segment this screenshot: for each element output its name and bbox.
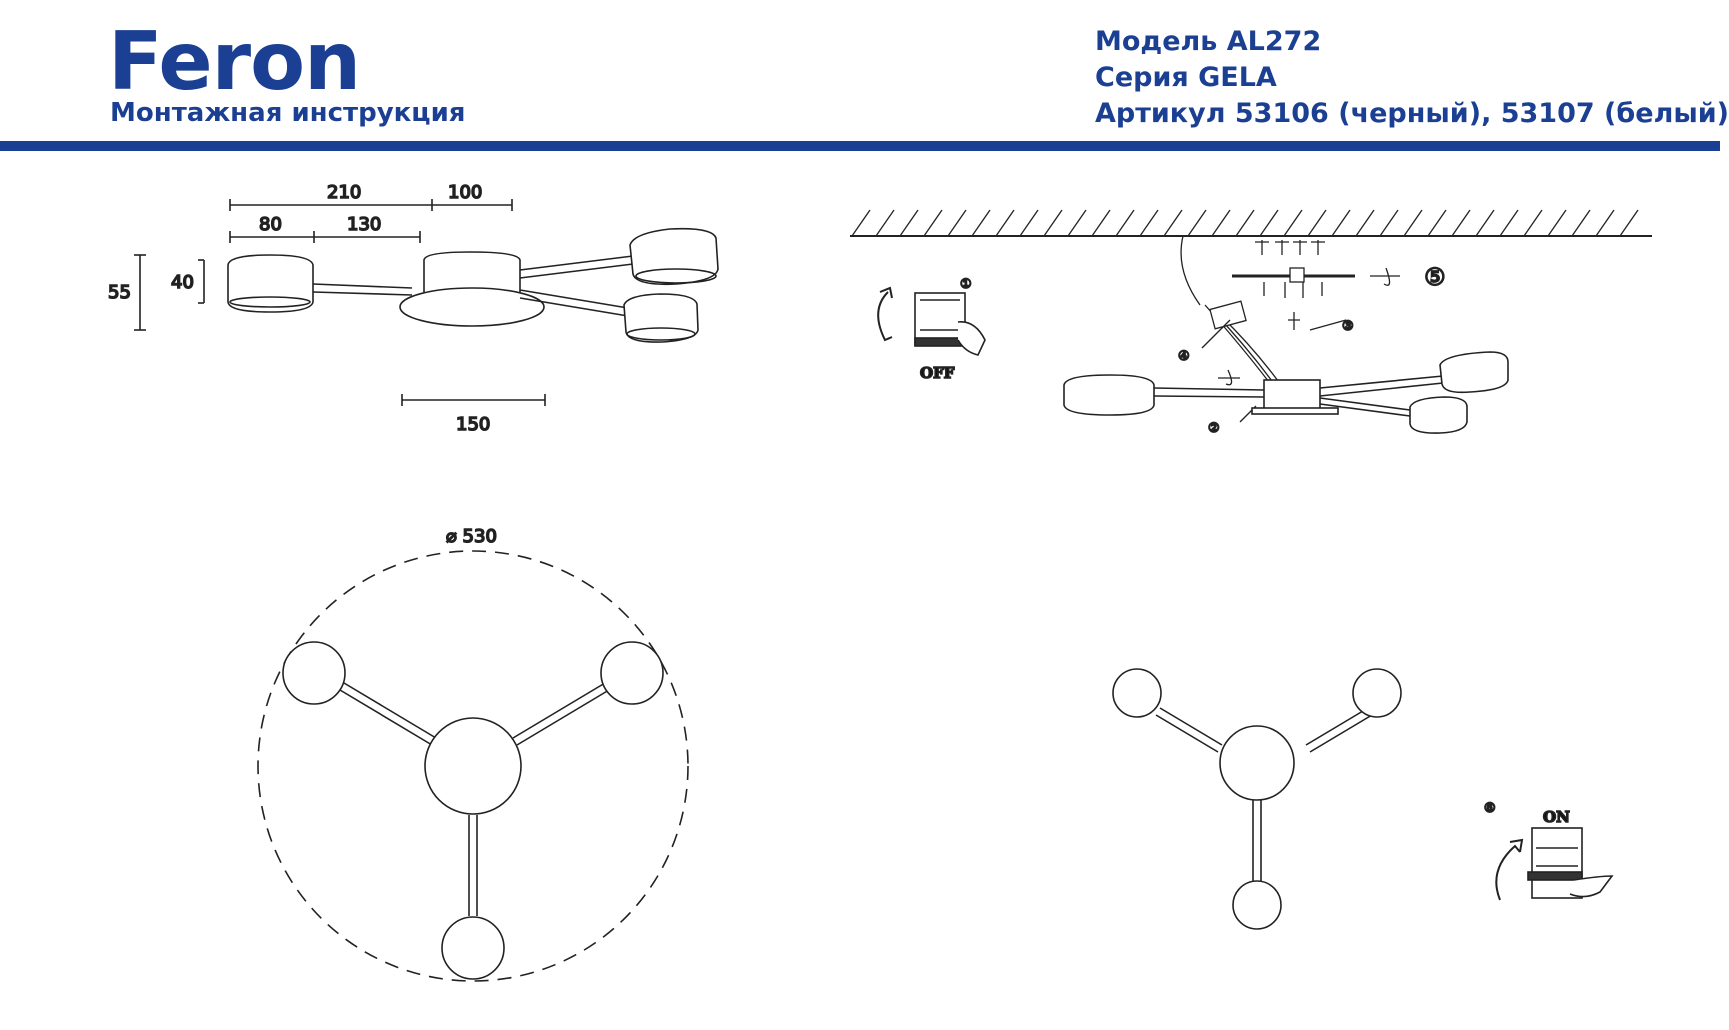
- switch-on-icon: [1495, 827, 1614, 901]
- diameter-label: ⌀ 530: [446, 526, 497, 547]
- step-5-label: ⑤: [1424, 263, 1446, 291]
- series-line: Серия GELA: [1095, 62, 1277, 93]
- model-info: Модель AL272 Серия GELA Артикул 53106 (ч…: [1095, 24, 1729, 132]
- document-subtitle: Монтажная инструкция: [110, 98, 466, 128]
- switch-off-icon: [877, 286, 986, 356]
- dim-210: 210: [327, 182, 361, 203]
- dim-40: 40: [171, 272, 194, 293]
- dim-130: 130: [347, 214, 381, 235]
- top-view-drawing: [257, 550, 689, 982]
- dim-80: 80: [259, 214, 282, 235]
- wiring-assembly: [1180, 235, 1400, 423]
- ceiling: [850, 209, 1652, 237]
- step-1-label: ①: [960, 277, 972, 292]
- feron-logo: Feron: [108, 15, 361, 108]
- article-line: Артикул 53106 (черный), 53107 (белый): [1095, 98, 1729, 129]
- switch-off-label: OFF: [920, 364, 955, 382]
- step-6-label: ⑥: [1484, 801, 1496, 816]
- installed-luminaire: [1063, 351, 1509, 434]
- step-3-label: ③: [1342, 319, 1354, 334]
- side-view-drawing: [134, 199, 719, 406]
- small-top-view: [1112, 668, 1402, 930]
- dim-150: 150: [456, 414, 490, 435]
- header-divider: [0, 141, 1720, 151]
- step-4-label: ④: [1178, 349, 1190, 364]
- switch-on-label: ON: [1543, 808, 1570, 826]
- step-2-label: ②: [1208, 421, 1220, 436]
- dim-55: 55: [108, 282, 131, 303]
- dim-100: 100: [448, 182, 482, 203]
- model-line: Модель AL272: [1095, 26, 1322, 57]
